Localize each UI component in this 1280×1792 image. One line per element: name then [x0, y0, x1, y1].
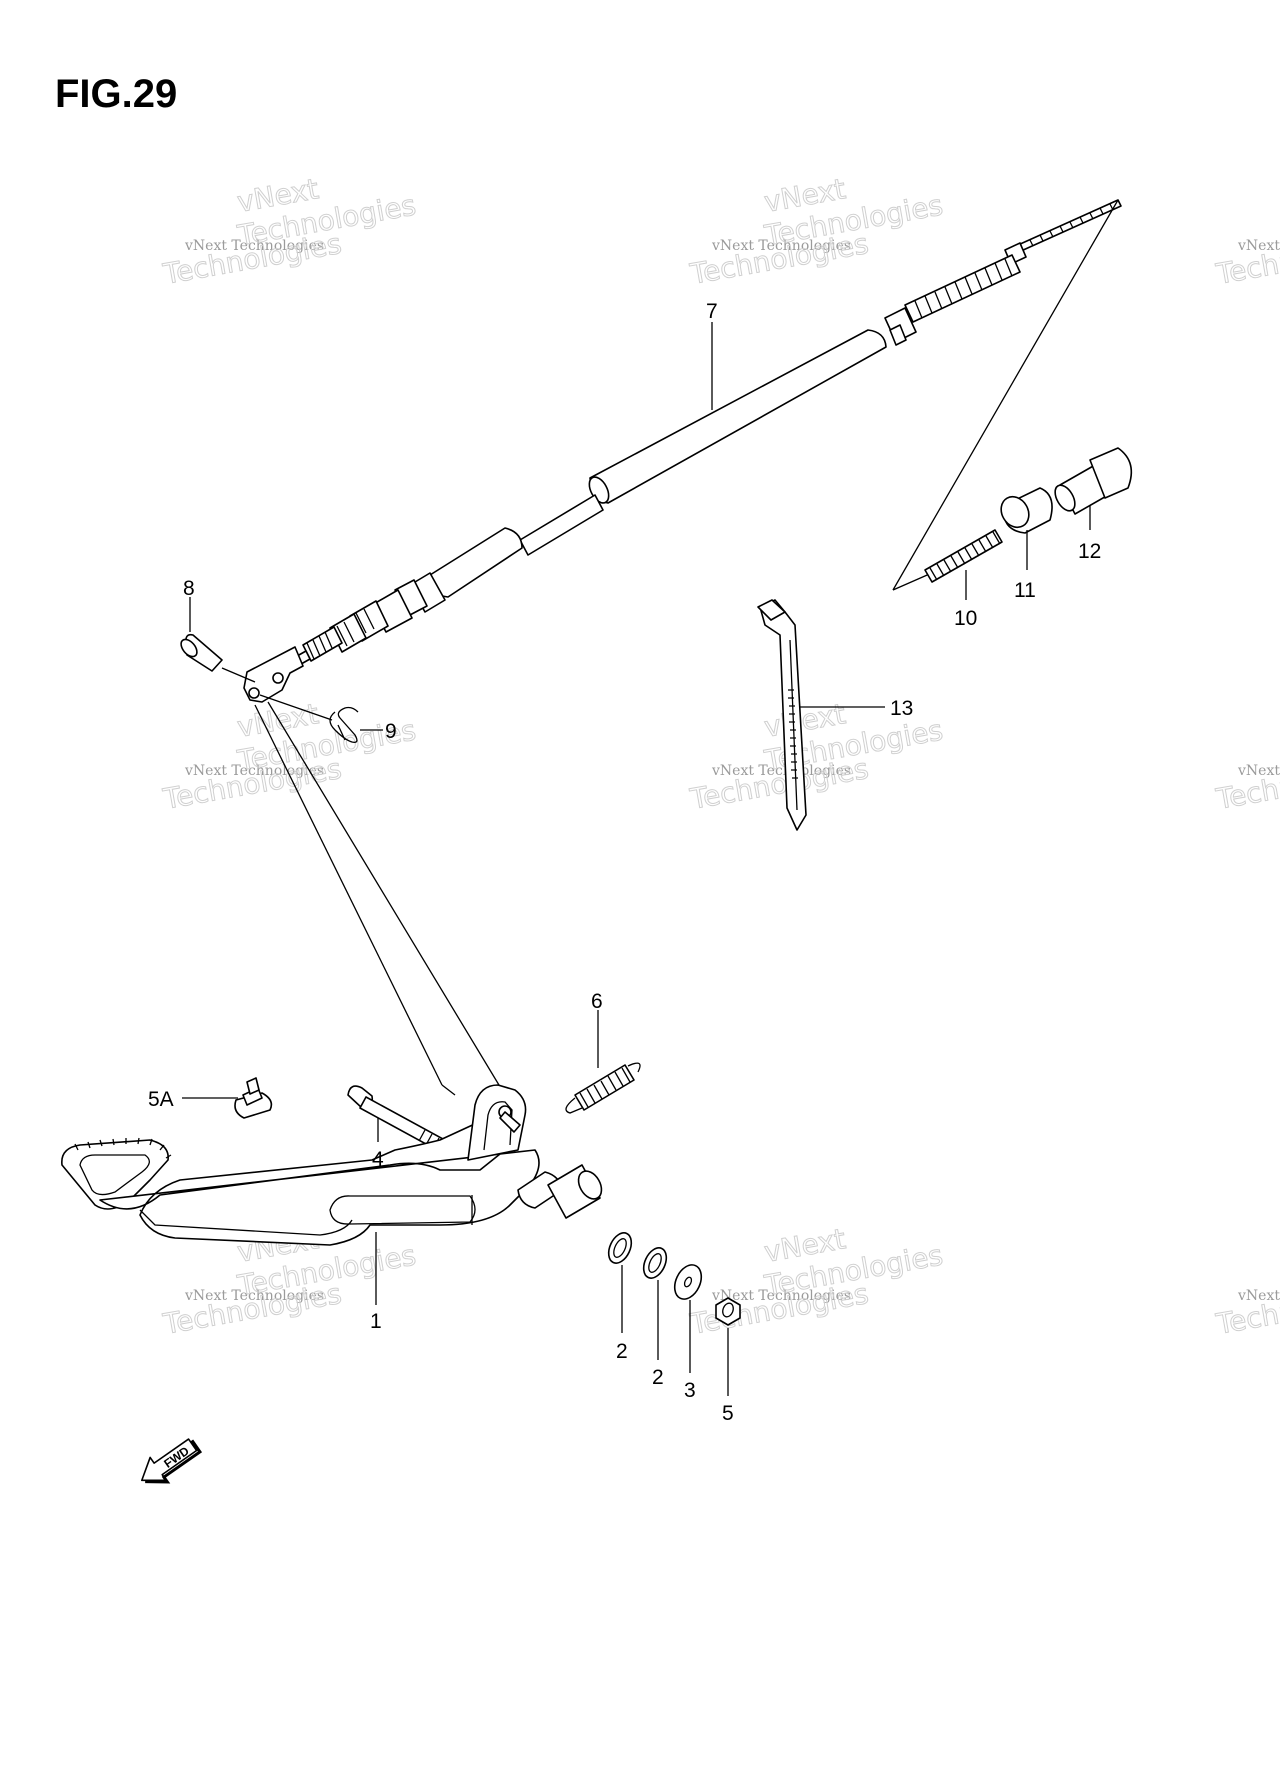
clevis-pin-part-8: [180, 633, 256, 683]
washer-part-2a: [607, 1232, 633, 1264]
callout-label: 9: [385, 720, 397, 743]
brake-cable-part-7: [243, 199, 1122, 703]
watermark: vNext Technologies: [1213, 227, 1280, 292]
return-spring-part-6: [565, 1062, 641, 1114]
linkage-line: [441, 1084, 456, 1096]
watermark: vNext Technologies: [1213, 752, 1280, 817]
watermark: vNext vNext Technologies Technologies Te…: [687, 697, 946, 817]
callout-label: 3: [684, 1379, 696, 1402]
callout-label: 4: [372, 1148, 384, 1171]
callout-label: 11: [1014, 579, 1036, 602]
callout-label: 13: [890, 697, 913, 720]
svg-text:vNext Technologies: vNext Technologies: [184, 238, 324, 254]
cable-tie-part-13: [757, 599, 807, 831]
svg-text:vNext Technologies: vNext Technologies: [184, 1288, 324, 1304]
grease-fitting-part-5a: [234, 1077, 273, 1119]
callout-label: 5A: [148, 1088, 174, 1111]
washer-part-2b: [642, 1247, 668, 1279]
callout-label: 7: [706, 300, 718, 323]
svg-text:vNext Technologies: vNext Technologies: [711, 238, 851, 254]
callout-label: 2: [616, 1340, 628, 1363]
callout-label: 8: [183, 577, 195, 600]
washer-part-3: [673, 1264, 703, 1300]
linkage-line: [254, 704, 443, 1086]
cotter-pin-part-9: [329, 706, 359, 743]
adjuster-nut-part-12: [1054, 447, 1133, 515]
svg-text:vNext Technologies: vNext Technologies: [711, 1288, 851, 1304]
callout-label: 10: [954, 607, 977, 630]
watermark: vNext vNext Technologies Technologies Te…: [160, 172, 419, 292]
watermark: vNext vNext Technologies Technologies Te…: [160, 697, 419, 817]
callout-label: 5: [722, 1402, 734, 1425]
forward-direction-arrow: FWD: [140, 1438, 203, 1484]
svg-text:Technologies: Technologies: [1213, 752, 1280, 816]
brake-pedal-part-1: [61, 1084, 603, 1246]
watermark: vNext Technologies: [1213, 1277, 1280, 1342]
leader-line: [259, 694, 333, 721]
joint-part-11: [1000, 487, 1053, 534]
callout-labels: 7 8 9 10 11 12 13 6 5A 4 1 2 2 3 5: [148, 300, 1101, 1425]
svg-text:vNext Technologies: vNext Technologies: [711, 763, 851, 779]
spring-part-10: [924, 529, 1003, 583]
svg-text:Technologies: Technologies: [1213, 1277, 1280, 1341]
svg-text:vNext: vNext: [1237, 1288, 1280, 1304]
watermark: vNext vNext Technologies Technologies Te…: [687, 172, 946, 292]
callout-label: 6: [591, 990, 603, 1013]
callout-label: 1: [370, 1310, 382, 1333]
svg-text:Technologies: Technologies: [1213, 227, 1280, 291]
nut-part-5: [715, 1297, 741, 1326]
callout-label: 2: [652, 1366, 664, 1389]
svg-text:vNext: vNext: [1237, 763, 1280, 779]
bolt-part-4: [347, 1085, 455, 1157]
linkage-line: [267, 701, 506, 1096]
figure-title: FIG.29: [55, 72, 178, 116]
svg-text:vNext: vNext: [1237, 238, 1280, 254]
callout-label: 12: [1078, 540, 1101, 563]
